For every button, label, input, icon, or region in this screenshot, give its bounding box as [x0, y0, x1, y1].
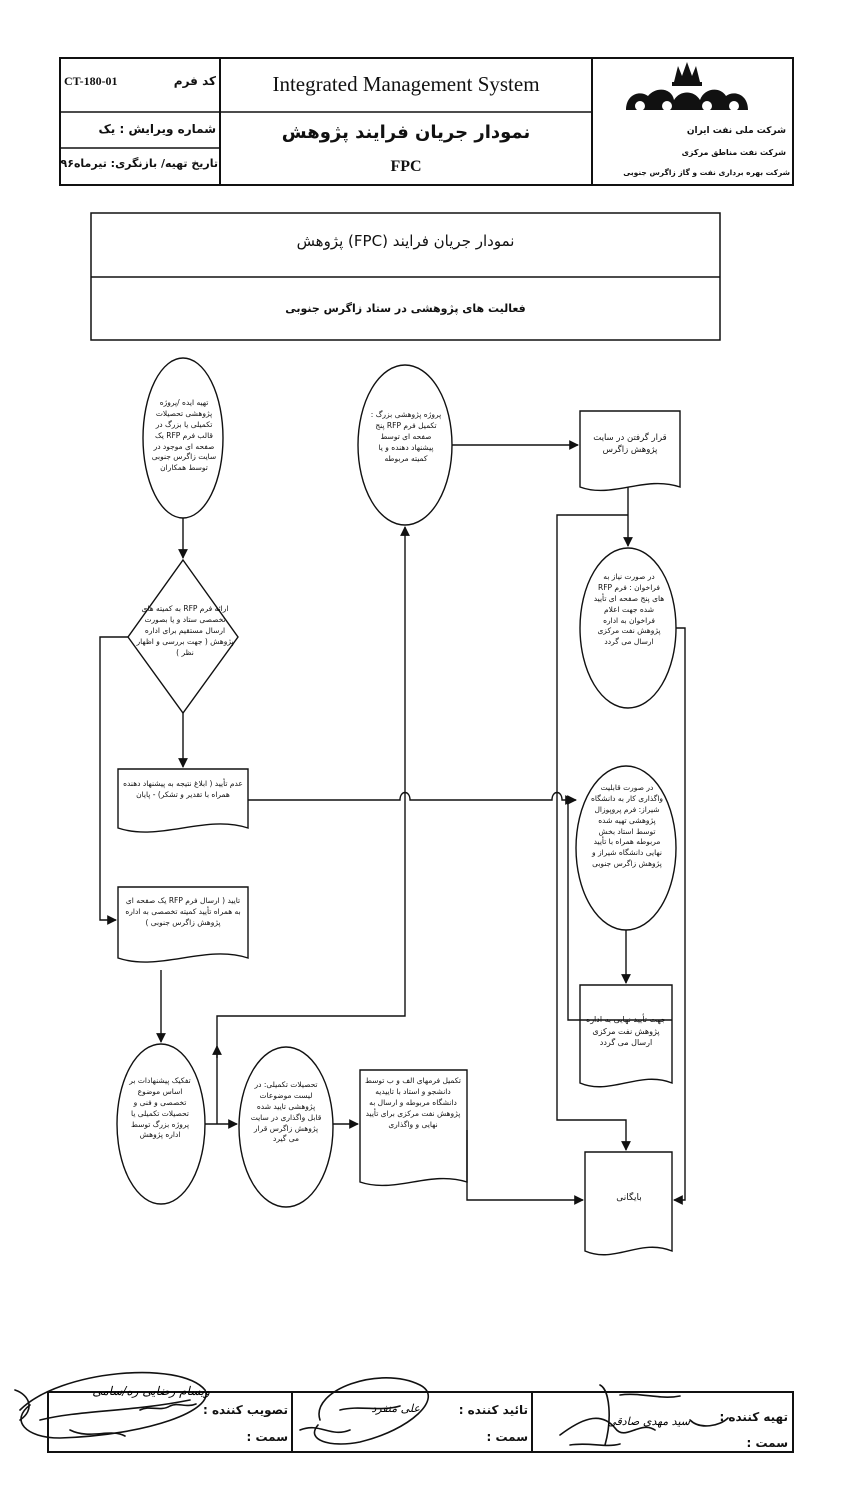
approved-post-label: سمت : [246, 1430, 288, 1444]
node-reject-text: عدم تأیید ( ابلاغ نتیجه به پیشنهاد دهنده… [123, 779, 243, 799]
preparer-signature [559, 1384, 729, 1447]
node-site-text: قرار گرفتن در سایت پژوهش زاگرس [593, 433, 667, 456]
node-final-approval-text: جهت تأیید نهایی به اداره پژوهش نفت مرکزی… [586, 1015, 666, 1048]
doc-abbr: FPC [390, 158, 422, 175]
prepared-by-label: تهیه کننده : [719, 1410, 788, 1424]
nioc-logo [612, 60, 762, 120]
node-final-approval [579, 984, 673, 1088]
preparer-name: سید مهدی صادقی [607, 1415, 690, 1428]
company-line-1: شرکت ملی نفت ایران [686, 126, 786, 136]
node-graduate-text: تحصیلات تکمیلی: در لیست موضوعات پژوهشی ت… [250, 1080, 322, 1144]
flow-subtitle: فعالیت های پژوهشی در ستاد زاگرس جنوبی [285, 302, 526, 315]
node-classify-text: تفکیک پیشنهادات بر اساس موضوع تخصصی و فن… [129, 1076, 191, 1140]
prepared-post-label: سمت : [746, 1436, 788, 1450]
node-big-project-text: پروژه پژوهشی بزرگ : تکمیل فرم RFP پنج صف… [370, 410, 442, 463]
system-title: Integrated Management System [272, 72, 540, 96]
approver-signature [14, 1371, 207, 1439]
verifier-signature [299, 1377, 429, 1445]
verifier-name: علی منفرد [371, 1402, 420, 1415]
node-site [579, 410, 681, 492]
node-archive [584, 1151, 673, 1256]
doc-title: نمودار جریان فرایند پژوهش [281, 122, 531, 143]
node-reject [117, 768, 249, 833]
node-callout-text: در صورت نیاز به فراخوان : فرم RFP های پن… [593, 572, 665, 647]
node-archive-text: بایگانی [616, 1193, 642, 1203]
approver-name: ویسام رضایی ره/سامی [92, 1384, 210, 1398]
company-line-3: شرکت بهره برداری نفت و گاز زاگرس جنوبی [623, 168, 790, 177]
node-graduate [238, 1046, 334, 1208]
form-code-label: کد فرم [173, 74, 216, 88]
verified-by-label: تائید کننده : [458, 1403, 528, 1417]
signatures: ویسام رضایی ره/سامی علی منفرد سید مهدی ص… [14, 1371, 729, 1447]
doc-date: تاریخ تهیه/ بازنگری: تیرماه۹۶ [60, 157, 219, 170]
form-code-value: CT-180-01 [64, 74, 118, 88]
node-shiraz-text: در صورت قابلیت واگذاری کار به دانشگاه شی… [590, 783, 664, 869]
node-graduate-forms-text: تکمیل فرمهای الف و ب توسط دانشجو و استاد… [365, 1076, 461, 1129]
flow-title: نمودار جریان فرایند (FPC) پژوهش [296, 232, 515, 250]
approved-by-label: تصویب کننده : [202, 1403, 288, 1417]
form-code: CT-180-01 کد فرم [64, 74, 216, 89]
company-line-2: شرکت نفت مناطق مرکزی [681, 148, 786, 157]
node-idea-prep-text: تهیه ایده /پروژه پژوهشی تحصیلات تکمیلی ی… [151, 398, 217, 473]
node-submit-rfp-text: ارائه فرم RFP به کمیته های تخصصی ستاد و … [136, 604, 234, 657]
verified-post-label: سمت : [486, 1430, 528, 1444]
node-approve [117, 886, 249, 963]
revision: شماره ویرایش : یک [98, 122, 216, 136]
node-approve-text: تایید ( ارسال فرم RFP یک صفحه ای به همرا… [125, 896, 241, 927]
